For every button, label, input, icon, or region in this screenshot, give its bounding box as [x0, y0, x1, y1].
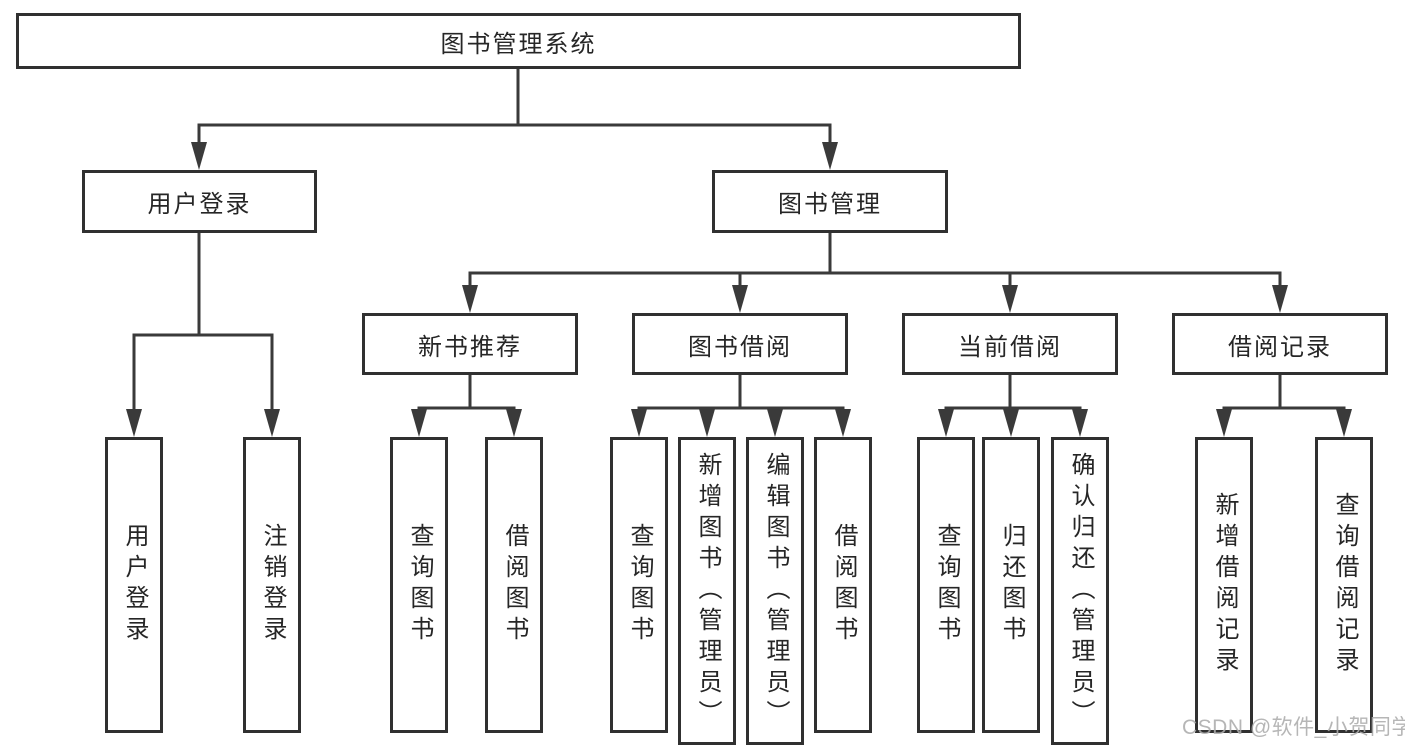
- node-library-management-system: 图书管理系统: [16, 13, 1021, 69]
- node-user-login: 用户登录: [82, 170, 317, 233]
- leaf-label: 查询图书: [626, 523, 653, 647]
- connector-book-mgmt-to-level2: [462, 233, 1288, 313]
- leaf-label: 查询图书: [933, 523, 960, 647]
- csdn-watermark: CSDN @软件_小贺同学: [1182, 716, 1405, 739]
- connector-user-login-to-leaves: [126, 233, 280, 437]
- leaf-label: 编辑图书（管理员）: [762, 451, 789, 731]
- node-label: 图书管理系统: [440, 30, 597, 58]
- node-new-book-recommend: 新书推荐: [362, 313, 578, 375]
- connector-book-borrow-to-leaves: [631, 375, 851, 437]
- node-label: 图书借阅: [688, 333, 792, 361]
- leaf-label: 归还图书: [998, 523, 1025, 647]
- leaf-borrow-books-recommend: 借阅图书: [485, 437, 543, 733]
- node-current-borrowing: 当前借阅: [902, 313, 1118, 375]
- leaf-label: 借阅图书: [501, 523, 528, 647]
- node-borrowing-records: 借阅记录: [1172, 313, 1388, 375]
- leaf-query-books-recommend: 查询图书: [390, 437, 448, 733]
- node-label: 图书管理: [778, 191, 882, 218]
- leaf-query-books-borrow: 查询图书: [610, 437, 668, 733]
- leaf-edit-books-admin: 编辑图书（管理员）: [746, 437, 804, 745]
- connector-borrow-records-to-leaves: [1216, 375, 1352, 437]
- leaf-label: 用户登录: [121, 523, 148, 647]
- leaf-label: 借阅图书: [830, 523, 857, 647]
- leaf-borrow-books: 借阅图书: [814, 437, 872, 733]
- connector-new-book-to-leaves: [411, 375, 522, 437]
- leaf-query-borrow-record: 查询借阅记录: [1315, 437, 1373, 733]
- leaf-label: 注销登录: [259, 523, 286, 647]
- node-book-management: 图书管理: [712, 170, 948, 233]
- node-label: 用户登录: [147, 191, 252, 218]
- leaf-query-books-current: 查询图书: [917, 437, 975, 733]
- leaf-return-books: 归还图书: [982, 437, 1040, 733]
- leaf-label: 查询图书: [406, 523, 433, 647]
- leaf-user-login: 用户登录: [105, 437, 163, 733]
- leaf-label: 新增图书（管理员）: [694, 451, 721, 731]
- node-label: 当前借阅: [958, 333, 1062, 361]
- leaf-add-borrow-record: 新增借阅记录: [1195, 437, 1253, 733]
- node-label: 借阅记录: [1228, 333, 1332, 361]
- leaf-label: 确认归还（管理员）: [1067, 451, 1094, 731]
- node-label: 新书推荐: [418, 333, 522, 361]
- leaf-label: 新增借阅记录: [1211, 492, 1238, 678]
- leaf-confirm-return-admin: 确认归还（管理员）: [1051, 437, 1109, 745]
- leaf-logout: 注销登录: [243, 437, 301, 733]
- connector-root-to-level1: [191, 69, 838, 170]
- leaf-add-books-admin: 新增图书（管理员）: [678, 437, 736, 745]
- connector-current-borrow-to-leaves: [938, 375, 1088, 437]
- node-book-borrowing: 图书借阅: [632, 313, 848, 375]
- leaf-label: 查询借阅记录: [1331, 492, 1358, 678]
